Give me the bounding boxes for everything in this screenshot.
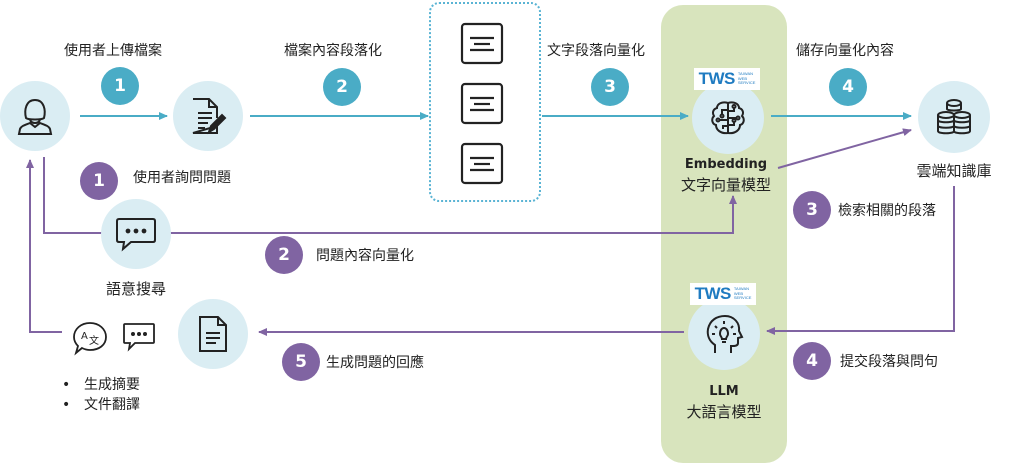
llm-node: [688, 298, 760, 370]
user-node: [0, 81, 70, 151]
ingest-step-2-label: 檔案內容段落化: [284, 43, 382, 59]
knowledge-base-label: 雲端知識庫: [916, 162, 992, 180]
query-step-5-label: 生成問題的回應: [326, 355, 424, 371]
ingest-step-3-label: 文字段落向量化: [547, 43, 645, 59]
embedding-title: Embedding: [684, 157, 768, 172]
document-edit-icon: [192, 98, 227, 135]
arrow-response-to-user: [26, 159, 62, 333]
query-step-2-badge: 2: [265, 236, 303, 274]
query-step-1-badge: 1: [80, 162, 118, 200]
query-step-5-badge: 5: [282, 343, 320, 381]
arrow-database-to-llm: [766, 186, 955, 335]
database-icon: [937, 99, 971, 135]
text-chunk-icons: [460, 22, 504, 185]
summary-chat-icon: [123, 323, 155, 352]
ingest-step-4-label: 儲存向量化內容: [796, 43, 894, 59]
svg-text:文: 文: [89, 334, 99, 347]
semantic-search-node: [101, 199, 171, 269]
ingest-step-4-badge: 4: [829, 68, 867, 106]
knowledge-base-node: [918, 81, 990, 153]
ingest-step-1-label: 使用者上傳檔案: [64, 43, 162, 59]
query-step-1-label: 使用者詢問問題: [133, 170, 231, 186]
feature-item: 生成摘要: [62, 375, 140, 395]
query-step-2-label: 問題內容向量化: [316, 248, 414, 264]
query-step-4-label: 提交段落與問句: [840, 354, 938, 370]
ingest-step-3-badge: 3: [591, 68, 629, 106]
chunk-container: [429, 2, 541, 202]
document-node: [173, 81, 243, 151]
head-lightbulb-icon: [706, 314, 744, 353]
document-icon: [199, 316, 227, 352]
response-node: [178, 299, 248, 369]
query-step-4-badge: 4: [793, 342, 831, 380]
svg-text:A: A: [81, 331, 88, 342]
embedding-node: [692, 82, 764, 154]
ingest-step-1-badge: 1: [101, 67, 139, 105]
brain-circuit-icon: [711, 101, 745, 135]
text-chunk-icon: [460, 22, 504, 65]
llm-title: LLM: [709, 384, 739, 399]
chat-bubble-icon: [116, 218, 156, 252]
ingest-step-2-badge: 2: [323, 68, 361, 106]
translate-icon: A 文: [73, 322, 107, 356]
llm-subtitle: 大語言模型: [686, 403, 762, 421]
semantic-search-label: 語意搜尋: [105, 280, 167, 298]
query-step-3-label: 檢索相關的段落: [838, 203, 936, 219]
tws-logo-text: TWS: [698, 69, 736, 88]
query-step-3-badge: 3: [793, 191, 831, 229]
tws-logo-text: TWS: [694, 284, 732, 303]
text-chunk-icon: [460, 82, 504, 125]
arrow-embedding-to-database-search: [777, 128, 912, 169]
feature-list: 生成摘要 文件翻譯: [62, 375, 140, 415]
user-icon: [17, 98, 53, 135]
text-chunk-icon: [460, 142, 504, 185]
arrow-user-query-to-embedding: [43, 157, 737, 234]
feature-item: 文件翻譯: [62, 395, 140, 415]
embedding-subtitle: 文字向量模型: [680, 176, 772, 194]
